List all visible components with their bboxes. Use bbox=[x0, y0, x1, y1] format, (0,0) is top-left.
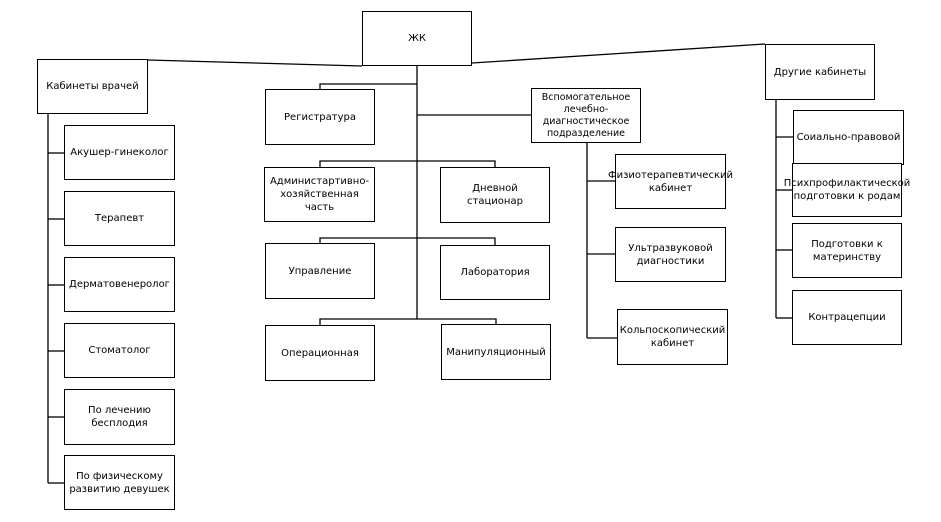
other-item: Психпрофилактической подготовки к родам bbox=[784, 163, 910, 217]
center-item: Манипуляционный bbox=[441, 324, 551, 380]
auxiliary-node: Вспомогательное лечебно-диагностическое … bbox=[531, 88, 641, 143]
other-item: Подготовки к материнству bbox=[792, 223, 902, 278]
doctor-item: Терапевт bbox=[64, 191, 175, 246]
auxiliary-item: Ультразвуковой диагностики bbox=[615, 227, 726, 282]
other-node: Другие кабинеты bbox=[765, 44, 875, 100]
center-item: Лаборатория bbox=[440, 245, 550, 300]
center-item: Управление bbox=[265, 243, 375, 299]
doctor-item: Дерматовенеролог bbox=[64, 257, 175, 312]
center-item: Дневной стационар bbox=[440, 167, 550, 223]
center-item: Администартивно-хозяйственная часть bbox=[264, 167, 375, 222]
other-item: Соиально-правовой bbox=[793, 110, 904, 165]
center-item: Операционная bbox=[265, 325, 375, 381]
auxiliary-item: Кольпоскопический кабинет bbox=[617, 309, 728, 365]
doctors-node: Кабинеты врачей bbox=[37, 59, 148, 114]
auxiliary-item: Физиотерапевтический кабинет bbox=[608, 154, 733, 209]
center-item: Регистратура bbox=[265, 89, 375, 145]
doctor-item: По лечению бесплодия bbox=[64, 389, 175, 445]
root-node: ЖК bbox=[362, 11, 472, 66]
doctor-item: Стоматолог bbox=[64, 323, 175, 378]
other-item: Контрацепции bbox=[792, 290, 902, 345]
doctor-item: По физическому развитию девушек bbox=[64, 455, 175, 510]
doctor-item: Акушер-гинеколог bbox=[64, 125, 175, 180]
